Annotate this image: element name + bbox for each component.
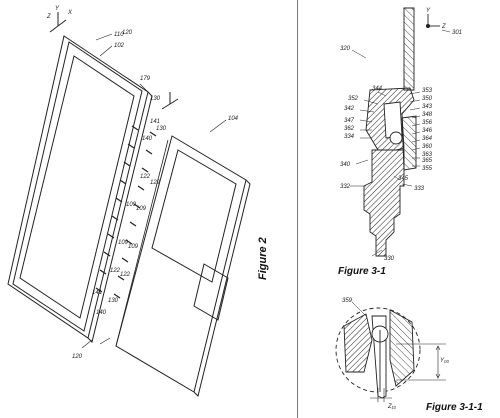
ref-345: 345 — [398, 176, 409, 182]
fig2-axis-x-label: X — [67, 10, 73, 16]
ref-110: 110 — [114, 32, 124, 38]
ref-353: 353 — [422, 88, 433, 94]
fig31-reference-labels: Y Z 301 320 344 352 342 347 362 334 340 … — [340, 8, 462, 262]
fig31-leaders — [350, 29, 451, 257]
ref-120-top: 120 — [122, 30, 133, 36]
lower-stem — [363, 149, 405, 257]
dimension-z-label: Z₁₀ — [387, 404, 397, 410]
ref-333: 333 — [414, 186, 425, 192]
trackpad — [193, 263, 229, 321]
ref-120-bottom: 120 — [72, 354, 83, 360]
fig2-axes-mid — [161, 92, 179, 110]
y-dimension — [396, 343, 446, 381]
ref-334: 334 — [344, 134, 355, 140]
ref-348: 348 — [422, 112, 433, 118]
ref-347: 347 — [344, 118, 355, 124]
ref-141-b: 141 — [92, 290, 102, 296]
figure-2-caption: Figure 2 — [257, 237, 269, 280]
ref-330: 330 — [384, 256, 395, 262]
ref-104: 104 — [228, 116, 239, 122]
ref-342: 342 — [344, 106, 355, 112]
ref-360: 360 — [422, 144, 433, 150]
ref-130-a: 130 — [150, 96, 161, 102]
ref-140-a: 140 — [142, 136, 153, 142]
ref-346: 346 — [422, 128, 433, 134]
figure-3-1-caption: Figure 3-1 — [338, 266, 386, 277]
ref-332: 332 — [340, 184, 351, 190]
ref-109-d: 109 — [128, 244, 139, 250]
fig2-reference-labels: Z Y X 102 110 120 179 104 130 141 130 14… — [46, 6, 239, 360]
fig311-reference-labels: 359 Y₀₀ Z₁₀ — [342, 298, 450, 410]
ref-356: 356 — [422, 120, 433, 126]
figure-2-laptop-exploded — [7, 12, 251, 397]
ref-363: 363 — [422, 152, 433, 158]
ref-102: 102 — [114, 43, 125, 49]
display-panel — [19, 55, 135, 319]
ref-109-b: 109 — [136, 206, 147, 212]
ref-140-b: 140 — [96, 310, 107, 316]
ref-350: 350 — [422, 96, 433, 102]
ref-130-c: 130 — [108, 298, 119, 304]
figure-3-1-1-detail — [335, 301, 446, 402]
ref-109-c: 109 — [118, 240, 129, 246]
fig31-axes — [425, 14, 440, 29]
hinge-markers — [95, 125, 157, 299]
fig2-axis-z-label: Z — [46, 14, 51, 20]
ref-122-d: 122 — [120, 272, 131, 278]
display-blade — [403, 7, 415, 91]
z-dimension — [370, 388, 392, 402]
ref-179: 179 — [140, 76, 151, 82]
ref-301: 301 — [452, 30, 462, 36]
ref-109-a: 109 — [126, 202, 137, 208]
fig31-axis-z-label: Z — [441, 24, 446, 30]
ref-130-b: 130 — [156, 126, 167, 132]
ref-141-a: 141 — [150, 119, 160, 125]
dimension-y-label: Y₀₀ — [440, 358, 450, 364]
keyboard-area — [151, 149, 237, 283]
ref-364: 364 — [422, 136, 433, 142]
ref-320: 320 — [340, 46, 351, 52]
figure-3-1-1-caption: Figure 3-1-1 — [426, 402, 483, 413]
ref-352: 352 — [348, 96, 359, 102]
fig31-axis-y-label: Y — [426, 8, 431, 14]
sheet-divider — [297, 0, 298, 418]
ref-359: 359 — [342, 298, 353, 304]
fig2-axis-y-label: Y — [55, 6, 60, 12]
fig2-axes-top — [49, 12, 67, 33]
figure-3-1-cross-section — [350, 7, 451, 257]
ref-343: 343 — [422, 104, 433, 110]
ref-344: 344 — [372, 86, 383, 92]
fig2-leaders — [81, 33, 227, 349]
ref-365: 365 — [422, 158, 433, 164]
ref-355: 355 — [422, 166, 433, 172]
ref-340: 340 — [340, 162, 351, 168]
ref-122-b: 122 — [150, 180, 161, 186]
ref-122-c: 122 — [110, 268, 121, 274]
ref-122-a: 122 — [140, 174, 151, 180]
ref-362: 362 — [344, 126, 355, 132]
